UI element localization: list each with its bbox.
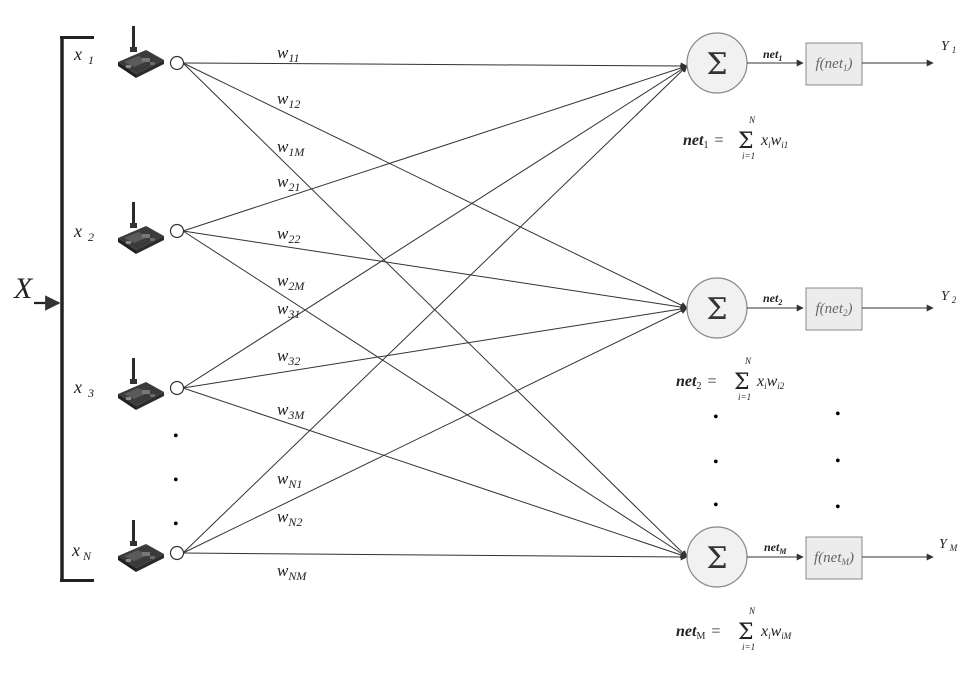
svg-text:N: N (744, 356, 752, 366)
output-ellipsis-dot: • (835, 453, 841, 470)
weight-label-wn2: wN2 (277, 507, 302, 529)
activation-function-1: f(net1) (816, 56, 853, 73)
net-label-2: net2 (763, 291, 782, 307)
svg-text:N: N (748, 606, 756, 616)
wireless-sensor-icon (118, 202, 164, 254)
weight-label-wn1: wN1 (277, 469, 302, 491)
net-equation-1: net1= N Σ i=1 xiwi1 (683, 115, 788, 161)
connection-edge-4-1 (182, 65, 688, 554)
input-ellipsis-dot: • (173, 428, 179, 445)
wireless-sensor-icon (118, 520, 164, 572)
output-ellipsis-dot: • (713, 409, 719, 426)
connection-edge-1-2 (182, 62, 688, 309)
activation-box-1 (805, 42, 863, 86)
weight-label-w11: w11 (277, 43, 299, 65)
weight-label-wnm: wNM (277, 561, 307, 583)
input-node-n (169, 545, 185, 561)
input-node-3 (169, 380, 185, 396)
svg-text:net2=: net2= (676, 373, 716, 392)
svg-text:i=1: i=1 (742, 151, 755, 161)
connection-edge-2-3 (182, 230, 688, 558)
activation-function-m: f(netM) (814, 550, 854, 567)
net-label-m: netM (764, 540, 787, 556)
output-ellipsis-dot: • (835, 499, 841, 516)
svg-text:netM=: netM= (676, 623, 720, 642)
connection-edge-3-1 (182, 65, 688, 389)
input-ellipsis-dot: • (173, 472, 179, 489)
input-bracket (60, 36, 94, 582)
connection-edge-4-3 (182, 552, 688, 561)
input-node-1 (169, 55, 185, 71)
wireless-sensor-icon (118, 26, 164, 78)
connections (182, 62, 688, 561)
svg-text:xiwi2: xiwi2 (756, 373, 785, 391)
svg-text:xiwiM: xiwiM (760, 623, 792, 641)
output-ellipsis-dot: • (713, 454, 719, 471)
net-label-1: net1 (763, 47, 782, 63)
connection-edge-1-1 (182, 62, 688, 70)
connection-edge-3-3 (182, 387, 688, 559)
svg-text:i=1: i=1 (738, 392, 751, 402)
summation-symbol: Σ (706, 541, 727, 576)
input-node-2 (169, 223, 185, 239)
connection-edge-2-2 (182, 230, 688, 311)
connection-edge-4-2 (182, 307, 688, 554)
input-ellipsis-dot: • (173, 516, 179, 533)
weight-label-w32: w32 (277, 346, 300, 368)
weight-label-w22: w22 (277, 224, 300, 246)
weight-label-w21: w21 (277, 172, 300, 194)
svg-text:xiwi1: xiwi1 (760, 132, 788, 150)
svg-text:Σ: Σ (738, 129, 754, 154)
summation-symbol: Σ (706, 292, 727, 327)
input-vector-label: X (13, 272, 34, 305)
svg-text:net1=: net1= (683, 132, 723, 151)
activation-box-m (805, 536, 863, 580)
activation-box-2 (805, 287, 863, 331)
svg-text:Σ: Σ (734, 370, 750, 395)
weight-label-w2m: w2M (277, 271, 305, 293)
svg-text:i=1: i=1 (742, 642, 755, 652)
weight-label-w1m: w1M (277, 137, 305, 159)
svg-text:Σ: Σ (738, 620, 754, 645)
output-ellipsis-dot: • (713, 497, 719, 514)
weight-label-w12: w12 (277, 89, 300, 111)
net-equation-2: net2= N Σ i=1 xiwi2 (676, 356, 785, 402)
svg-text:N: N (748, 115, 756, 125)
weight-label-w31: w31 (277, 299, 300, 321)
wireless-sensor-icon (118, 358, 164, 410)
connection-edge-3-2 (182, 305, 688, 389)
activation-function-2: f(net2) (816, 301, 853, 318)
net-equation-m: netM= N Σ i=1 xiwiM (676, 606, 792, 652)
output-ellipsis-dot: • (835, 406, 841, 423)
summation-symbol: Σ (706, 47, 727, 82)
connection-edge-2-1 (182, 64, 688, 232)
weight-label-w3m: w3M (277, 400, 305, 422)
